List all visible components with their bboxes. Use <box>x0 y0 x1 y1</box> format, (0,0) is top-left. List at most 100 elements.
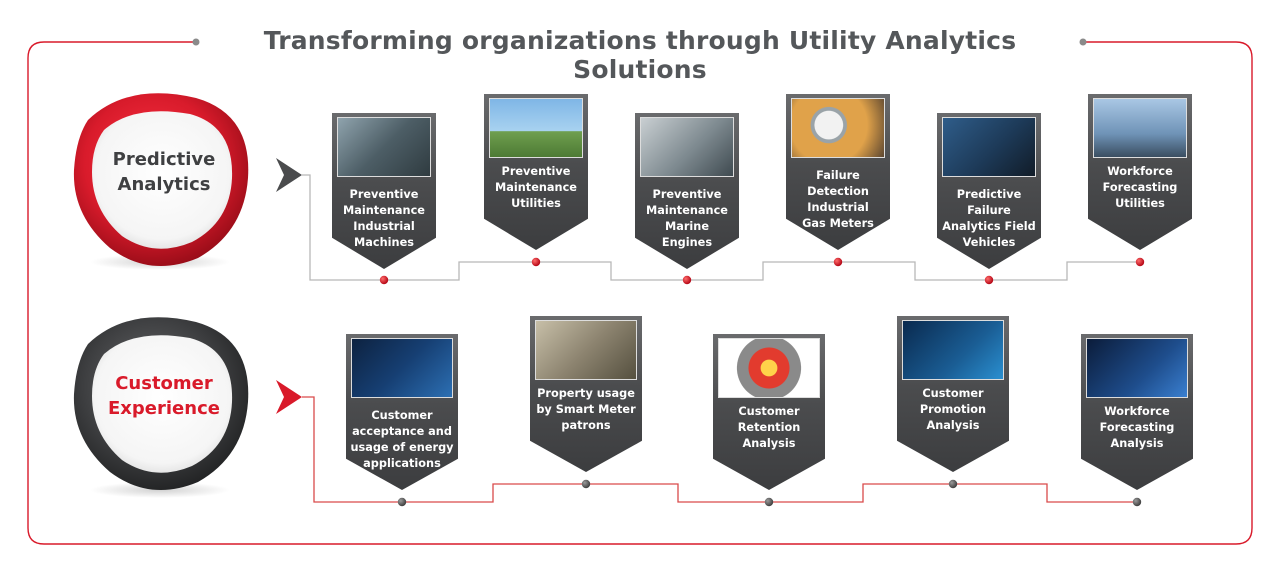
card-label-line: patrons <box>561 419 611 432</box>
card-label-line: Analysis <box>926 419 980 432</box>
card-label-line: Maintenance <box>343 204 425 217</box>
retention-wheel-photo <box>718 338 820 398</box>
card-label-line: Forecasting <box>1099 421 1175 434</box>
card-label-line: Analytics Field <box>942 220 1036 233</box>
card-label-line: Retention <box>737 421 801 434</box>
card-label-line: Utilities <box>1115 197 1165 210</box>
smart-home-phone-photo <box>351 338 453 398</box>
card-label-line: Analysis <box>742 437 796 450</box>
customer-label-line-2: Experience <box>108 398 220 419</box>
card-label-line: Forecasting <box>1102 181 1178 194</box>
card-label-line: Promotion <box>919 403 987 416</box>
card-label-line: acceptance and <box>352 425 452 438</box>
card-label-line: usage of energy <box>350 441 454 454</box>
customer-label-line-1: Customer <box>115 373 213 394</box>
card-label-line: Marine <box>664 220 709 233</box>
frame-dot-left <box>192 38 200 46</box>
card-label-line: Maintenance <box>495 181 577 194</box>
card-label-line: Failure <box>967 204 1011 217</box>
card-label-line: by Smart Meter <box>536 403 636 416</box>
card-label-line: Customer <box>371 409 433 422</box>
customer-arrow-icon <box>276 380 302 414</box>
card-label-line: Customer <box>738 405 800 418</box>
card-label-line: Customer <box>922 387 984 400</box>
card-label-line: Gas Meters <box>802 217 874 230</box>
card-label-line: Maintenance <box>646 204 728 217</box>
predictive-arrow-icon <box>276 158 302 192</box>
frame-dot-right <box>1079 38 1087 46</box>
connector-dot <box>379 275 389 285</box>
card-label: Property usage by Smart Meter patrons <box>534 386 638 434</box>
predictive-label-line-1: Predictive <box>112 149 216 170</box>
promotion-network-photo <box>902 320 1004 380</box>
predictive-analytics-label: Predictive Analytics <box>96 147 232 197</box>
connector-dot <box>984 275 994 285</box>
card-label-line: Machines <box>354 236 414 249</box>
gas-meter-photo <box>791 98 885 158</box>
card-label-line: applications <box>363 457 441 470</box>
card-label-line: Engines <box>661 236 713 249</box>
card-smart-home-phone: Customer acceptance and usage of energy app… <box>346 334 458 490</box>
card-label-line: Workforce <box>1107 165 1173 178</box>
connector-dot <box>1132 497 1142 507</box>
card-label-line: Industrial <box>353 220 415 233</box>
connector-dot <box>833 257 843 267</box>
connector-dot <box>397 497 407 507</box>
card-label-line: Preventive <box>652 188 722 201</box>
connector-dot <box>948 479 958 489</box>
card-label-line: Vehicles <box>962 236 1016 249</box>
card-label-line: Utilities <box>511 197 561 210</box>
card-label: Customer acceptance and usage of energy app… <box>350 408 454 472</box>
connector-dot <box>764 497 774 507</box>
marine-engine-photo <box>640 117 734 177</box>
card-label-line: Preventive <box>501 165 571 178</box>
vehicle-engine-photo <box>942 117 1036 177</box>
card-label-line: Industrial <box>807 201 869 214</box>
customer-connector-line <box>302 396 1137 503</box>
page-title: Transforming organizations through Utili… <box>263 26 1017 84</box>
utility-worker-photo <box>489 98 583 158</box>
connector-dot <box>581 479 591 489</box>
power-line-worker-photo <box>1093 98 1187 158</box>
blob-shadow-customer <box>90 482 230 498</box>
smart-meter-photo <box>535 320 637 380</box>
customer-experience-label: Customer Experience <box>96 371 232 421</box>
card-label-line: Analysis <box>1110 437 1164 450</box>
card-label-line: Predictive <box>956 188 1022 201</box>
customer-experience-ring-inner <box>92 335 233 473</box>
card-label-line: Workforce <box>1104 405 1170 418</box>
connector-dot <box>1135 257 1145 267</box>
predictive-analytics-ring-inner <box>92 111 233 249</box>
industrial-machines-photo <box>337 117 431 177</box>
connector-dot <box>682 275 692 285</box>
predictive-label-line-2: Analytics <box>117 174 211 195</box>
frame-border <box>27 41 1253 545</box>
connector-dot <box>531 257 541 267</box>
card-label-line: Preventive <box>349 188 419 201</box>
card-label-line: Property usage <box>537 387 635 400</box>
card-smart-meter: Property usage by Smart Meter patrons <box>530 316 642 472</box>
card-label-line: Detection <box>807 185 869 198</box>
forecast-chart-photo <box>1086 338 1188 398</box>
card-label-line: Failure <box>816 169 860 182</box>
